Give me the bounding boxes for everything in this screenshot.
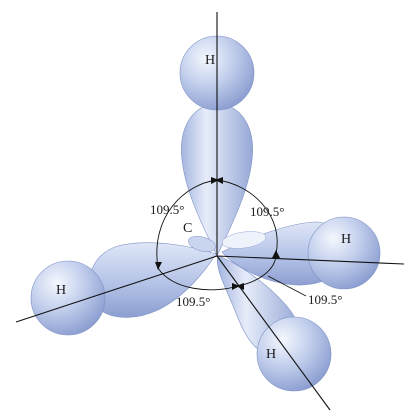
arrowhead: [232, 283, 240, 290]
angle-label-upper-left: 109.5°: [150, 202, 184, 217]
hydrogen-label-right: H: [341, 232, 351, 247]
hydrogen-sphere-right: [307, 216, 381, 290]
arc-lower-left: [157, 267, 239, 291]
hydrogen-sphere-left: [30, 260, 106, 336]
carbon-label: C: [183, 221, 192, 236]
arrowhead: [272, 250, 280, 258]
arrowhead: [215, 177, 223, 184]
hydrogen-label-top: H: [205, 53, 215, 68]
hydrogen-label-bottom: H: [266, 347, 276, 362]
angle-label-lower-right: 109.5°: [308, 292, 342, 307]
hydrogen-label-left: H: [56, 283, 66, 298]
arc-upper-left: [156, 179, 218, 269]
axis-left: [15, 255, 218, 323]
arrowhead: [236, 283, 244, 290]
arc-upper-right: [216, 179, 278, 255]
leader-line: [267, 275, 307, 297]
bond-axes: [15, 12, 405, 411]
axis-right: [216, 255, 405, 265]
angle-arcs: [155, 177, 280, 291]
carbon-small-lobes: [188, 231, 267, 252]
angle-label-lower-left: 109.5°: [176, 294, 210, 309]
axis-lower-right: [216, 255, 331, 411]
arrowhead: [155, 262, 162, 270]
arrowhead: [211, 177, 219, 184]
angle-label-upper-right: 109.5°: [250, 204, 284, 219]
